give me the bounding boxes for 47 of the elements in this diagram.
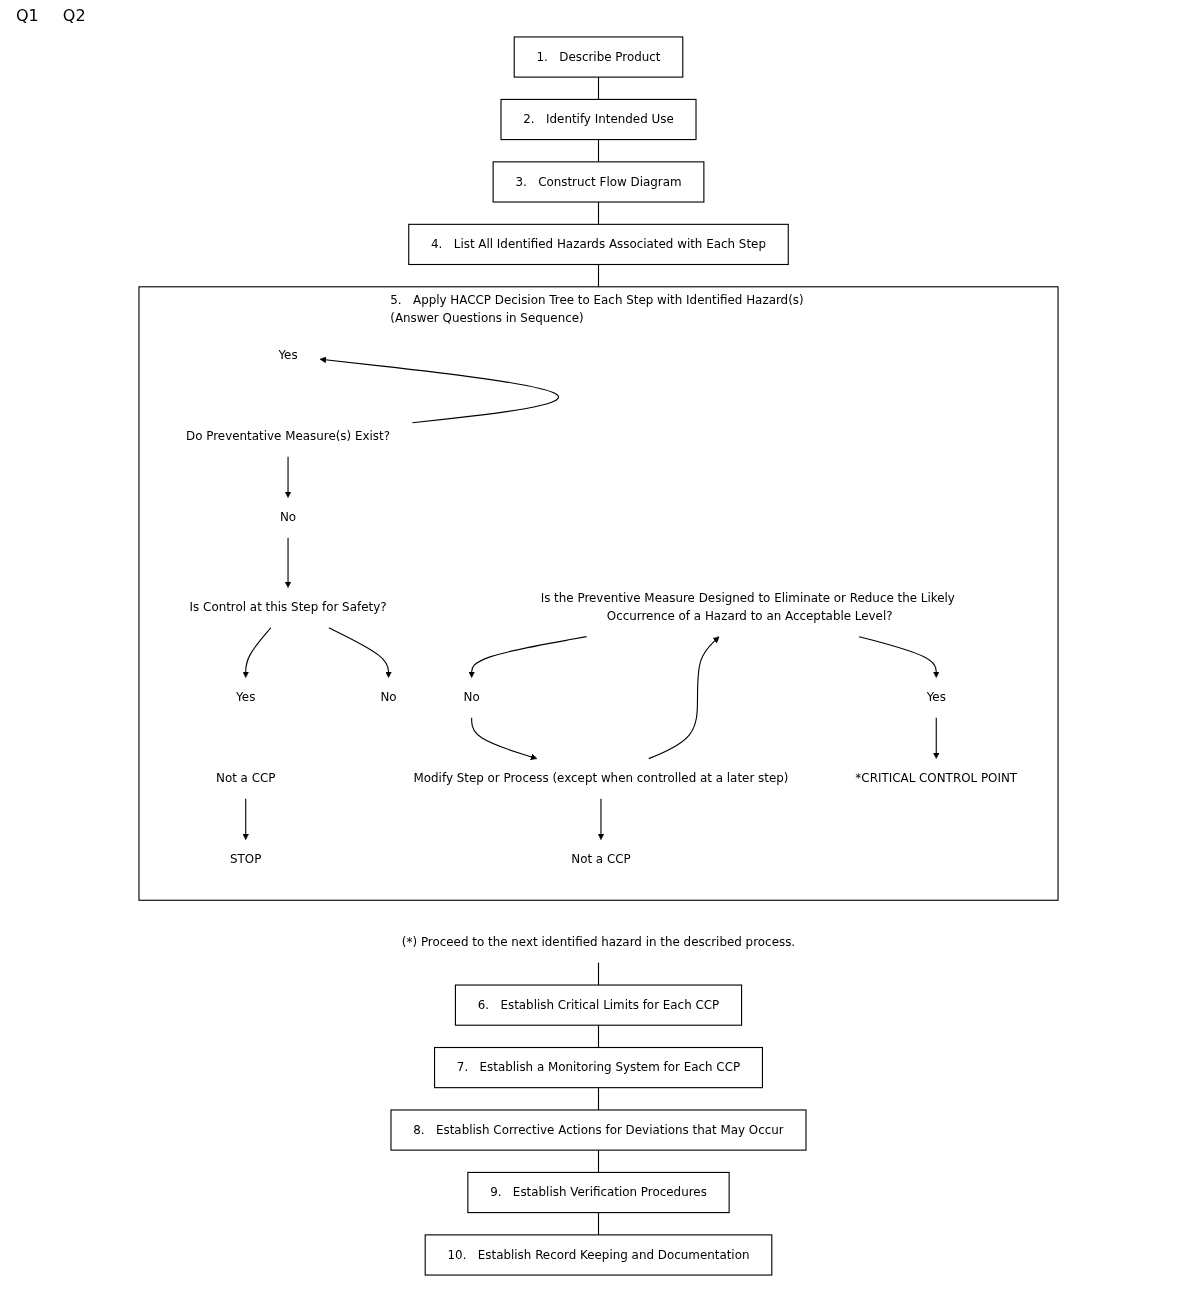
arrow [242, 627, 272, 678]
node-text: Yes [236, 690, 256, 705]
connector [597, 1212, 600, 1236]
node-text: (*) Proceed to the next identified hazard in the described process. [401, 935, 796, 950]
connector [597, 139, 600, 163]
node-box: 2. Identify Intended Use [500, 98, 697, 141]
node-box: 9. Establish Verification Procedures [467, 1171, 730, 1214]
arrow [858, 636, 940, 678]
connector [597, 76, 600, 100]
question-number: Q1 [16, 6, 39, 25]
node-text: STOP [230, 852, 262, 867]
connector [597, 1149, 600, 1173]
arrow [597, 798, 605, 840]
node-text: Is Control at this Step for Safety? [189, 600, 387, 615]
node-text: *CRITICAL CONTROL POINT [855, 771, 1018, 786]
node-text: Is the Preventive Measure Designed to Eliminate or Reduce the Likely Occurrence of a Hazard to an Acceptable Level? [540, 591, 955, 624]
connector [597, 201, 600, 225]
connector [597, 263, 600, 288]
node-text: Do Preventative Measure(s) Exist? [186, 429, 391, 444]
node-box: 1. Describe Product [513, 36, 684, 78]
arrow [284, 537, 292, 588]
arrow [468, 636, 588, 678]
arrow [319, 356, 560, 424]
arrow [242, 798, 249, 840]
node-text: Not a CCP [215, 771, 276, 786]
node-text: Modify Step or Process (except when controlled at a later step) [413, 771, 789, 786]
node-box: 7. Establish a Monitoring System for Each CCP [434, 1046, 763, 1089]
arrow [284, 456, 292, 498]
node-text: Yes [278, 348, 298, 363]
node-text: No [279, 510, 297, 525]
node-box: 10. Establish Record Keeping and Documentation [424, 1234, 773, 1276]
node-text: No [380, 690, 397, 705]
connector [597, 1087, 600, 1111]
node-text: No [463, 690, 480, 705]
node-text: Not a CCP [571, 852, 631, 867]
arrow [933, 717, 940, 759]
node-box: 3. Construct Flow Diagram [492, 161, 705, 203]
question-number: Q2 [62, 6, 86, 25]
node-text: Yes [926, 690, 946, 705]
node-box: 4. List All Identified Hazards Associated with Each Step [408, 223, 789, 266]
node-box: 6. Establish Critical Limits for Each CCP [454, 984, 743, 1026]
node-box: 8. Establish Corrective Actions for Deviations that May Occur [390, 1109, 807, 1151]
arrow [648, 636, 720, 760]
connector [597, 1024, 600, 1049]
arrow [471, 717, 538, 760]
arrow [328, 627, 392, 678]
connector [597, 962, 600, 986]
